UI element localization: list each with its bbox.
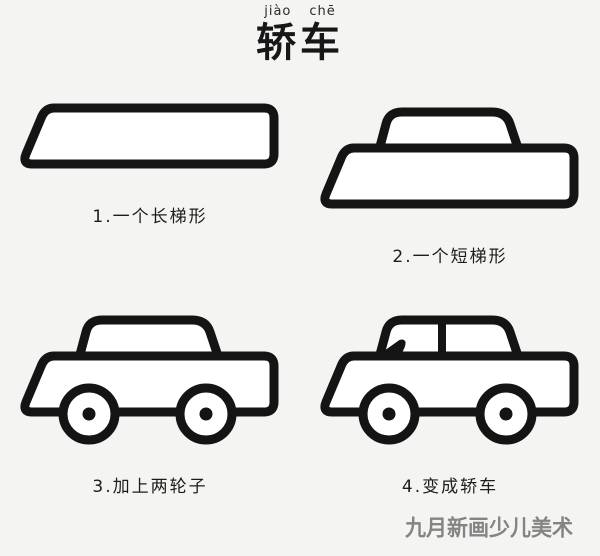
car-with-wheels-svg [20,315,279,445]
page-title-block: jiào chē 轿车 [0,0,600,66]
step-4-illustration [316,304,584,454]
step-2-cell: 2.一个短梯形 [300,96,600,304]
long-trapezoid-body-svg [20,103,279,169]
step-3-illustration [16,304,284,454]
long-trapezoid-path [320,143,579,209]
step-1-caption: 1.一个长梯形 [92,207,208,227]
front-wheel [358,383,420,445]
pinyin-syllable-jiao: jiào [264,4,292,19]
step-2-illustration [316,96,584,216]
step-3-cell: 3.加上两轮子 [0,304,300,556]
step-4-caption: 4.变成轿车 [401,477,499,497]
rear-wheel [175,383,237,445]
long-trapezoid-path [20,103,279,169]
rear-wheel-hub [199,407,213,421]
title-pinyin: jiào chē [0,4,600,20]
step-1-cell: 1.一个长梯形 [0,96,300,304]
step-3-caption: 3.加上两轮子 [92,477,208,497]
front-wheel-hub [382,407,396,421]
step-4-cell: 4.变成轿车 [300,304,600,556]
rear-wheel [475,383,537,445]
pinyin-syllable-che: chē [309,4,336,19]
rear-wheel-hub [499,407,513,421]
short-trapezoid-cabin-svg [320,107,579,209]
step-2-caption: 2.一个短梯形 [392,247,508,267]
finished-car-svg [320,315,579,445]
step-1-illustration [16,96,284,176]
front-wheel [58,383,120,445]
page-title: 轿车 [256,20,344,66]
steps-grid: 1.一个长梯形 2.一个短梯形 [0,96,600,556]
front-wheel-hub [82,407,96,421]
